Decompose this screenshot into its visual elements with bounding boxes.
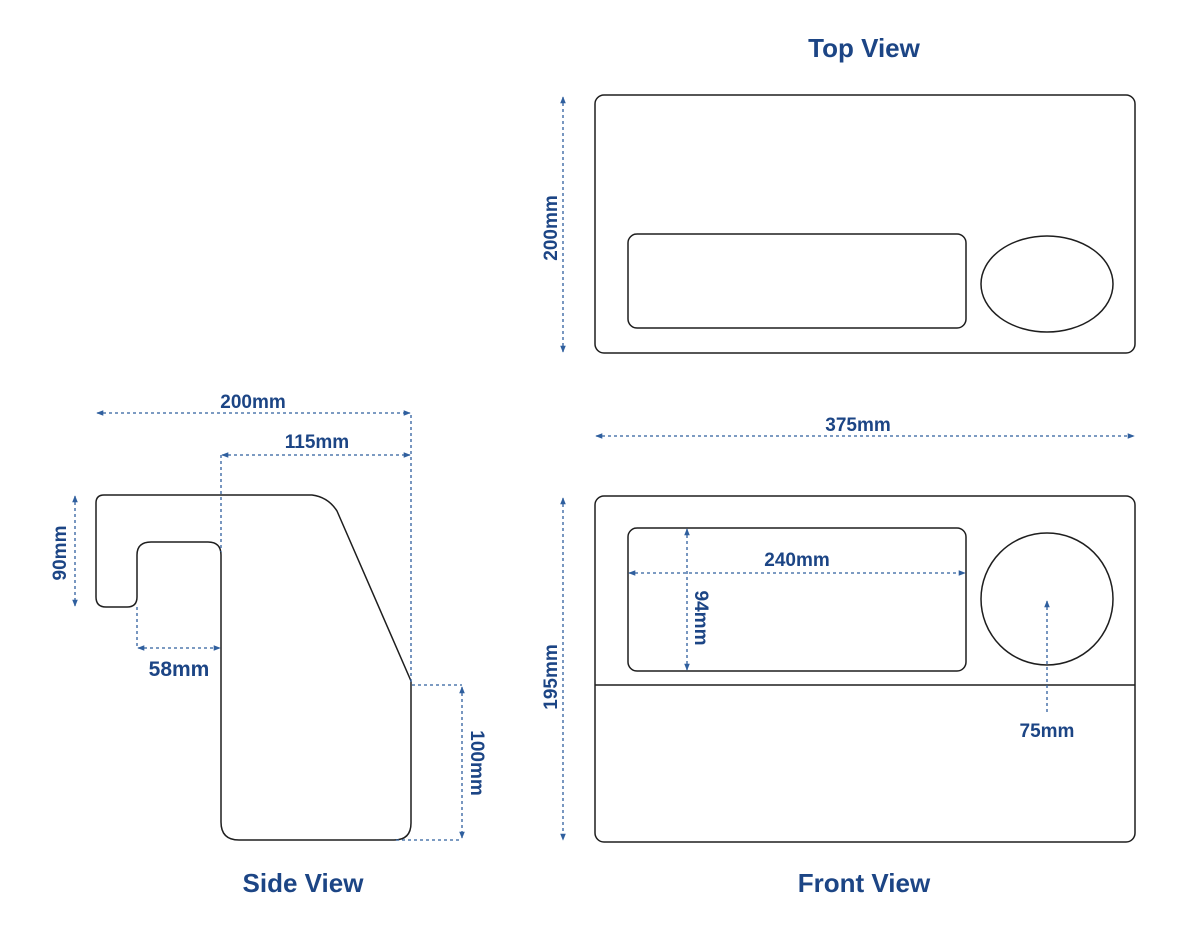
front-view-height-label: 195mm [541, 644, 562, 710]
front-view-outline [594, 495, 1136, 843]
top-view-title: Top View [808, 33, 920, 63]
side-view: 200mm 115mm 90mm 58mm 100mm Side View [50, 392, 487, 898]
front-view-title: Front View [798, 868, 931, 898]
top-view-slot [627, 233, 967, 329]
top-view: Top View 200mm [541, 33, 1136, 354]
side-view-width-label: 200mm [220, 392, 286, 413]
top-view-outline [594, 94, 1136, 354]
side-view-hook-height-label: 90mm [50, 526, 71, 581]
side-view-inner-width-label: 115mm [285, 432, 349, 453]
front-view: 375mm 195mm 240mm 94mm 75mm Front View [541, 415, 1136, 898]
side-view-title: Side View [243, 868, 365, 898]
front-view-circle-label: 75mm [1020, 721, 1075, 742]
side-view-hook-gap-label: 58mm [149, 658, 210, 681]
front-view-slot-width-label: 240mm [764, 550, 830, 571]
side-view-profile [95, 494, 412, 841]
top-view-height-label: 200mm [541, 195, 562, 261]
top-view-circle [980, 235, 1114, 333]
front-view-slot-height-label: 94mm [690, 591, 711, 646]
front-view-slot [627, 527, 967, 672]
front-view-width-label: 375mm [825, 415, 891, 436]
front-view-circle [980, 532, 1114, 666]
side-view-lower-height-label: 100mm [466, 730, 487, 796]
